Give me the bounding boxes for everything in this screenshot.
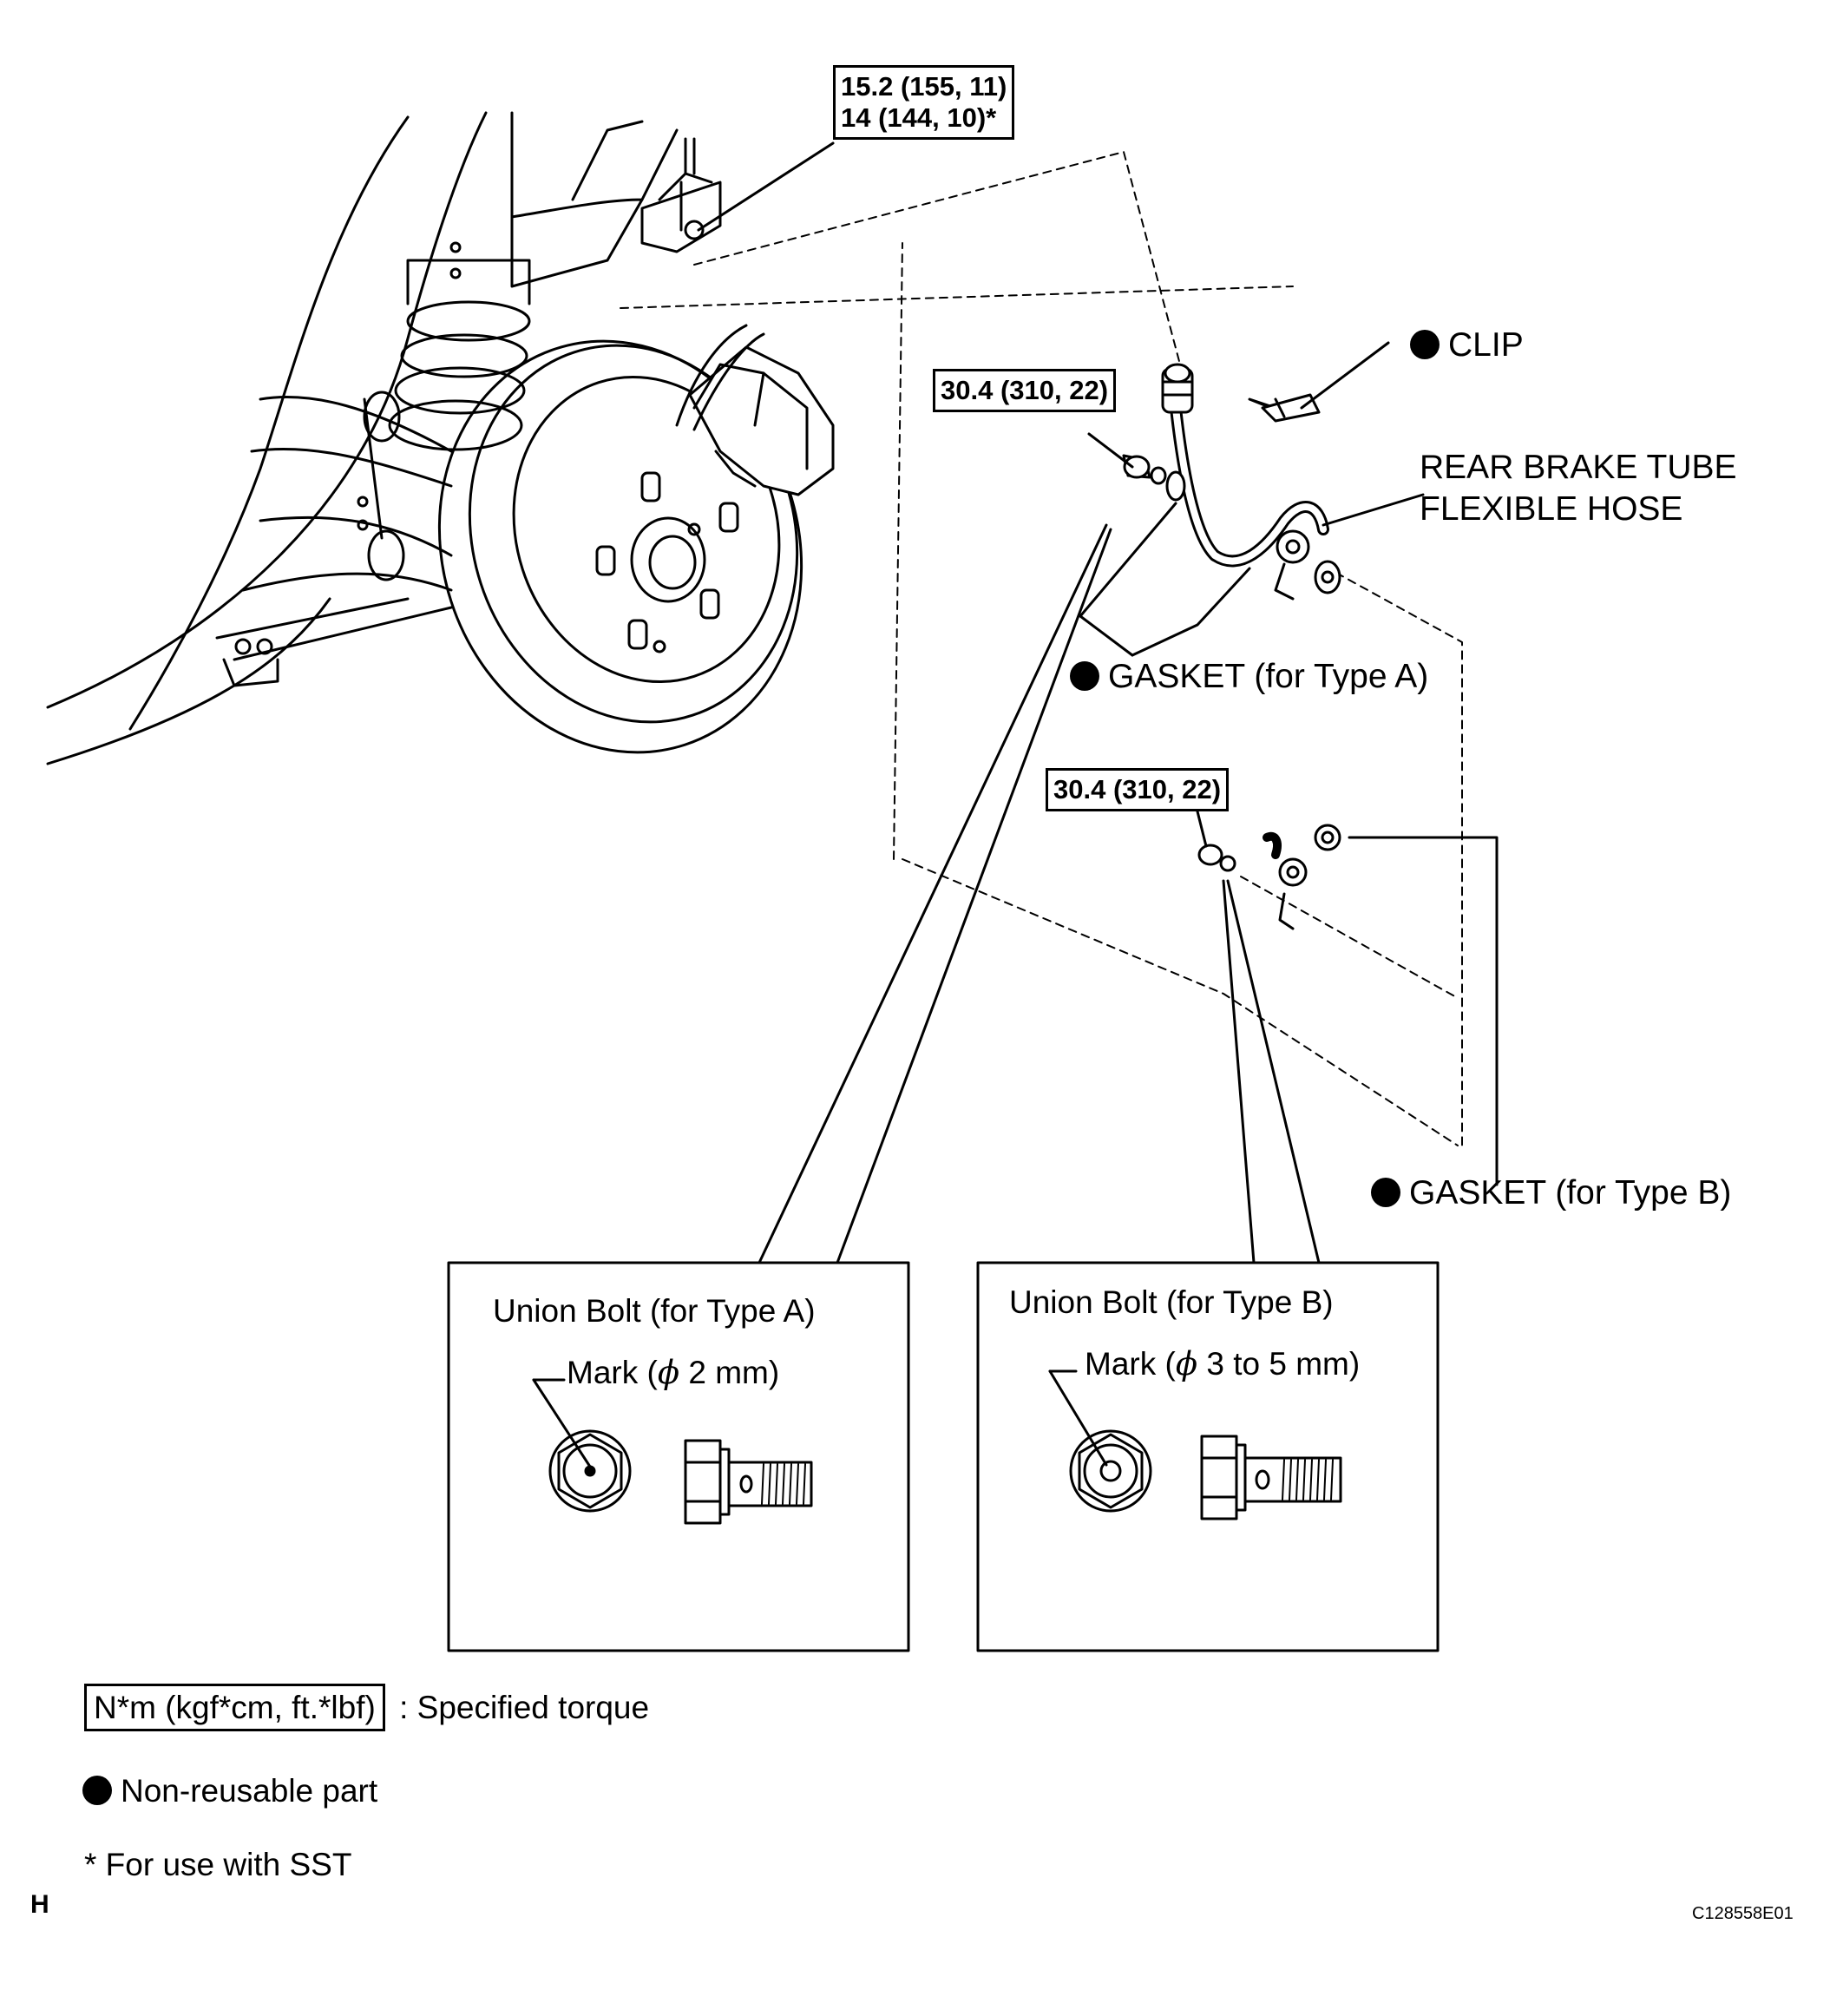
detail-b-mark: Mark (ϕ 3 to 5 mm) bbox=[1085, 1348, 1360, 1380]
vehicle-body-drawing bbox=[46, 111, 679, 765]
gasket-type-b-label: GASKET (for Type B) bbox=[1371, 1176, 1731, 1210]
non-reusable-legend-text: Non-reusable part bbox=[121, 1773, 378, 1809]
torque-union-b-value: 30.4 (310, 22) bbox=[1053, 774, 1222, 804]
sst-note: * For use with SST bbox=[84, 1847, 352, 1882]
torque-label-bracket-bolt: 15.2 (155, 11) 14 (144, 10)* bbox=[833, 65, 1015, 140]
detail-a-mark-suffix: 2 mm) bbox=[688, 1355, 780, 1390]
gasket-type-a-text: GASKET (for Type A) bbox=[1108, 658, 1429, 695]
clip-label: CLIP bbox=[1410, 328, 1524, 362]
union-bolt-b-end-view bbox=[1048, 1369, 1152, 1513]
flexible-hose-label: REAR BRAKE TUBE FLEXIBLE HOSE bbox=[1420, 447, 1737, 530]
figure-code: C128558E01 bbox=[1692, 1904, 1794, 1923]
non-reusable-dot-icon bbox=[1371, 1178, 1400, 1207]
type-b-bolt-drawing bbox=[1197, 824, 1341, 930]
torque-legend-desc: : Specified torque bbox=[399, 1690, 650, 1725]
detail-b-mark-suffix: 3 to 5 mm) bbox=[1206, 1346, 1361, 1382]
coil-spring-drawing bbox=[388, 259, 531, 451]
clip-drawing bbox=[1261, 393, 1321, 423]
torque-bracket-line2: 14 (144, 10)* bbox=[841, 102, 997, 133]
suspension-arms-drawing bbox=[241, 391, 453, 592]
body-bracket-drawing bbox=[640, 137, 722, 253]
detail-box-a-frame bbox=[447, 1261, 910, 1652]
torque-legend-box: N*m (kgf*cm, ft.*lbf) bbox=[84, 1684, 385, 1731]
torque-label-union-bolt-a: 30.4 (310, 22) bbox=[933, 369, 1117, 412]
union-bolt-a-end-view bbox=[532, 1378, 632, 1513]
detail-a-title: Union Bolt (for Type A) bbox=[493, 1293, 816, 1329]
detail-a-mark: Mark (ϕ 2 mm) bbox=[567, 1356, 779, 1389]
brake-caliper-drawing bbox=[675, 324, 835, 496]
diameter-symbol: ϕ bbox=[657, 1354, 680, 1391]
flexible-hose-label-line2: FLEXIBLE HOSE bbox=[1420, 490, 1683, 528]
diameter-symbol: ϕ bbox=[1175, 1345, 1198, 1382]
gasket-type-b-text: GASKET (for Type B) bbox=[1409, 1174, 1732, 1212]
torque-label-union-bolt-b: 30.4 (310, 22) bbox=[1046, 768, 1230, 811]
leader-lines bbox=[697, 141, 1499, 1264]
non-reusable-dot-icon bbox=[1410, 330, 1440, 359]
detail-b-title: Union Bolt (for Type B) bbox=[1009, 1284, 1334, 1320]
gasket-type-a-label: GASKET (for Type A) bbox=[1070, 660, 1428, 693]
non-reusable-legend: Non-reusable part bbox=[82, 1775, 377, 1807]
torque-legend: N*m (kgf*cm, ft.*lbf) : Specified torque bbox=[84, 1684, 649, 1731]
detail-b-mark-prefix: Mark ( bbox=[1085, 1346, 1176, 1382]
dashed-reference-lines bbox=[620, 151, 1463, 1146]
clip-label-text: CLIP bbox=[1448, 326, 1524, 364]
non-reusable-dot-icon bbox=[82, 1776, 112, 1805]
union-bolt-a-side-view bbox=[684, 1439, 813, 1525]
torque-union-a-value: 30.4 (310, 22) bbox=[941, 375, 1109, 405]
torque-bracket-line1: 15.2 (155, 11) bbox=[841, 71, 1007, 102]
union-bolt-b-side-view bbox=[1200, 1435, 1342, 1520]
detail-a-mark-prefix: Mark ( bbox=[567, 1355, 658, 1390]
flexible-hose-drawing bbox=[1122, 363, 1341, 601]
corner-letter: H bbox=[30, 1890, 49, 1919]
non-reusable-dot-icon bbox=[1070, 661, 1099, 691]
flexible-hose-label-line1: REAR BRAKE TUBE bbox=[1420, 449, 1737, 486]
